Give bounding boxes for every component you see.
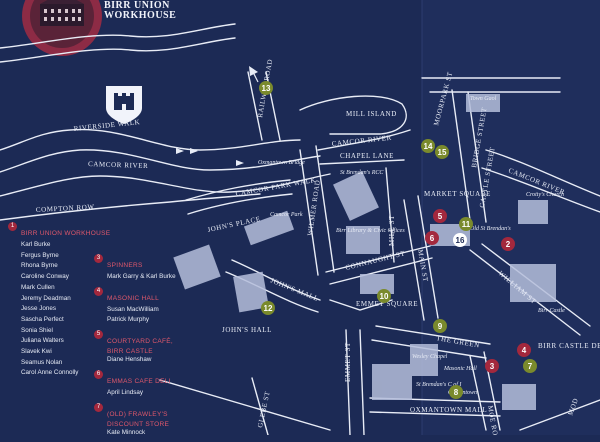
pin-6[interactable]: 6 xyxy=(425,231,439,245)
label-market-square: MARKET SQUARE xyxy=(424,190,491,198)
label-crottys-church: Crotty's Church xyxy=(526,192,564,198)
pin-3[interactable]: 3 xyxy=(485,359,499,373)
label-emmet-square: EMMET SQUARE xyxy=(356,300,418,308)
svg-text:7: 7 xyxy=(528,362,533,371)
label-emmet-st: EMMET ST xyxy=(344,342,352,382)
label-birr-castle: Birr Castle xyxy=(538,308,565,314)
label-masonic-hall: Masonic Hall xyxy=(443,366,477,372)
svg-text:16: 16 xyxy=(456,236,465,245)
label-mill-st: MILL ST xyxy=(388,215,396,246)
pin-13[interactable]: 13 xyxy=(259,81,273,95)
legend-title-1: BIRR UNION WORKHOUSE xyxy=(21,230,111,237)
map-pins: 13 14 15 5 11 6 16 2 10 12 9 4 7 3 8 xyxy=(259,81,537,399)
north-arrow-railway xyxy=(249,66,259,83)
label-camcor-park: Camcor Park xyxy=(270,212,303,218)
svg-text:5: 5 xyxy=(438,212,443,221)
label-oxmantown-bridge: Oxmantown Bridge xyxy=(258,160,305,166)
svg-text:14: 14 xyxy=(424,142,433,151)
label-johns-hall: JOHN'S HALL xyxy=(222,326,272,334)
pin-16[interactable]: 16 xyxy=(453,233,467,247)
legend-item-1[interactable]: 1BIRR UNION WORKHOUSE Karl Burke Fergus … xyxy=(8,222,188,379)
svg-text:12: 12 xyxy=(264,304,273,313)
legend-num-1: 1 xyxy=(8,222,17,231)
page-title: BIRR UNION WORKHOUSE xyxy=(104,1,176,21)
legend-item-7[interactable]: 7(OLD) FRAWLEY'S DISCOUNT STORE Kate Min… xyxy=(94,402,189,439)
pin-12[interactable]: 12 xyxy=(261,301,275,315)
svg-text:8: 8 xyxy=(454,388,459,397)
pin-10[interactable]: 10 xyxy=(377,289,391,303)
legend-column-2: 3SPINNERS Mark Garry & Karl Burke 4MASON… xyxy=(94,254,189,442)
workhouse-shield-icon xyxy=(106,86,142,124)
pin-9[interactable]: 9 xyxy=(433,319,447,333)
pin-15[interactable]: 15 xyxy=(435,145,449,159)
label-birr-library: Birr Library & Civic Offices xyxy=(336,227,405,234)
pin-11[interactable]: 11 xyxy=(459,217,473,231)
legend-item-5[interactable]: 5COURTYARD CAFÉ, BIRR CASTLE Diane Hensh… xyxy=(94,330,189,366)
pin-8[interactable]: 8 xyxy=(449,385,463,399)
svg-text:11: 11 xyxy=(462,220,471,229)
label-mill-island: MILL ISLAND xyxy=(346,110,397,118)
label-compton-row: COMPTON ROW xyxy=(36,203,95,214)
river-flow-arrows xyxy=(176,148,244,166)
map-fold-panel xyxy=(422,0,600,435)
legend-item-6[interactable]: 6EMMAS CAFE DELI April Lindsay xyxy=(94,369,189,399)
svg-text:13: 13 xyxy=(262,84,271,93)
label-town-gaol: Town Gaol xyxy=(470,96,497,102)
label-st-brendans-coi: St Brendan's C of I xyxy=(416,381,462,388)
title-line-2: WORKHOUSE xyxy=(104,10,177,21)
label-old-st-brendans: Old St Brendan's xyxy=(470,226,511,232)
svg-text:15: 15 xyxy=(438,148,447,157)
pin-7[interactable]: 7 xyxy=(523,359,537,373)
label-oxmantown-mall: OXMANTOWN MALL xyxy=(410,406,487,414)
legend-item-4[interactable]: 4MASONIC HALL Susan MacWilliam Patrick M… xyxy=(94,286,189,326)
label-camcor-river-west: CAMCOR RIVER xyxy=(88,160,149,170)
road-network xyxy=(0,23,600,435)
label-wesley-chapel: Wesley Chapel xyxy=(412,354,448,360)
svg-text:6: 6 xyxy=(430,234,435,243)
legend-item-3[interactable]: 3SPINNERS Mark Garry & Karl Burke xyxy=(94,254,189,283)
label-st-brendans-rcc: St Brendan's RCC xyxy=(340,170,384,176)
pin-5[interactable]: 5 xyxy=(433,209,447,223)
label-chapel-lane: CHAPEL LANE xyxy=(340,152,394,160)
svg-text:10: 10 xyxy=(380,292,389,301)
workhouse-illustration xyxy=(22,0,102,56)
svg-text:2: 2 xyxy=(506,240,511,249)
svg-text:9: 9 xyxy=(438,322,443,331)
pin-2[interactable]: 2 xyxy=(501,237,515,251)
legend-names-1: Karl Burke Fergus Byrne Rhona Byrne Caro… xyxy=(21,241,79,377)
pin-14[interactable]: 14 xyxy=(421,139,435,153)
title-line-1: BIRR UNION xyxy=(104,0,170,11)
svg-text:3: 3 xyxy=(490,362,495,371)
svg-text:4: 4 xyxy=(522,346,527,355)
label-birr-castle-demesne: BIRR CASTLE DEMESNE xyxy=(538,342,600,350)
pin-4[interactable]: 4 xyxy=(517,343,531,357)
legend: 1BIRR UNION WORKHOUSE Karl Burke Fergus … xyxy=(8,222,188,436)
